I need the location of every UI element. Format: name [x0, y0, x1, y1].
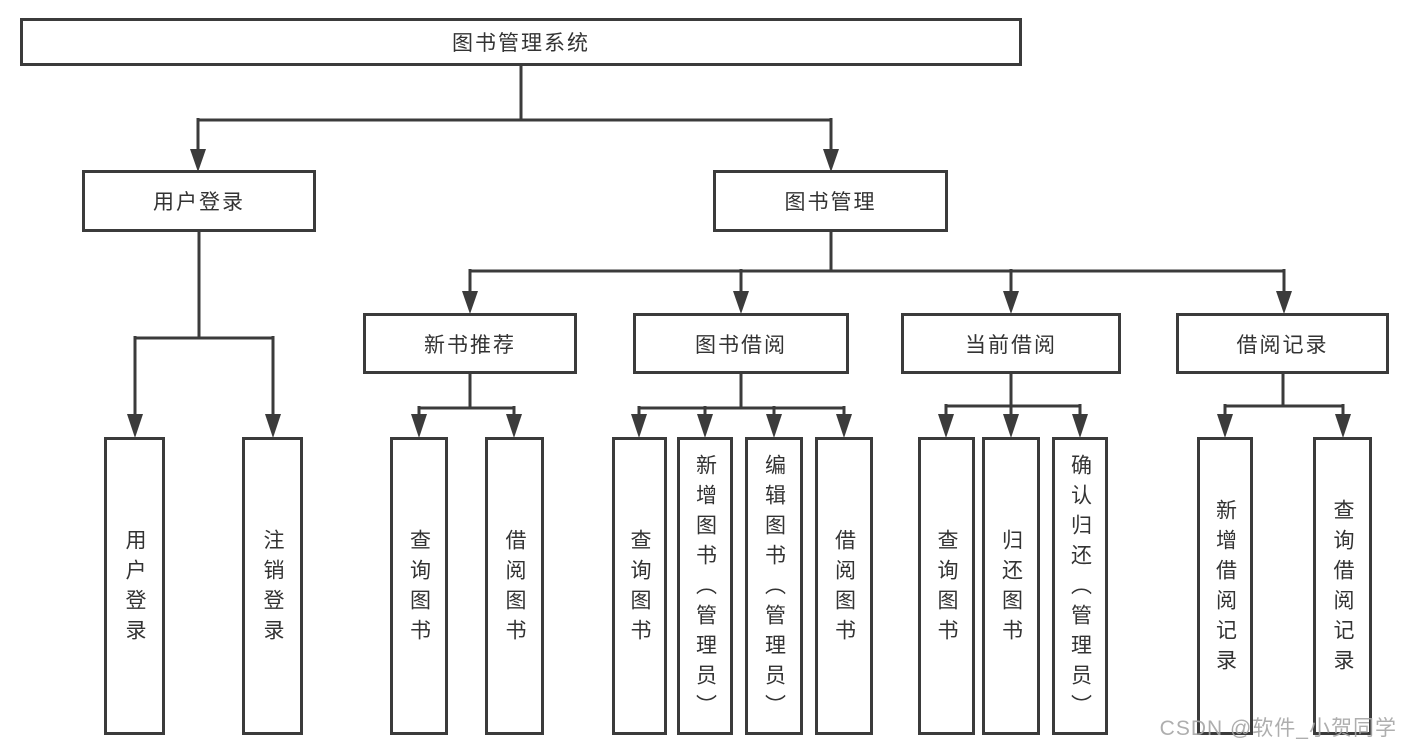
leaf-add-borrow-record: 新增借阅记录	[1197, 437, 1253, 735]
node-new-book-recommendation: 新书推荐	[363, 313, 577, 374]
leaf-add-books-admin: 新增图书（管理员）	[677, 437, 733, 735]
leaf-return-books: 归还图书	[982, 437, 1040, 735]
node-root: 图书管理系统	[20, 18, 1022, 66]
leaf-search-books-current: 查询图书	[918, 437, 975, 735]
leaf-borrow-books-recommend: 借阅图书	[485, 437, 544, 735]
leaf-search-books-recommend: 查询图书	[390, 437, 448, 735]
leaf-search-borrow-record: 查询借阅记录	[1313, 437, 1372, 735]
leaf-confirm-return-admin: 确认归还（管理员）	[1052, 437, 1108, 735]
node-current-borrowing: 当前借阅	[901, 313, 1121, 374]
leaf-search-books-borrowing: 查询图书	[612, 437, 667, 735]
leaf-borrow-books: 借阅图书	[815, 437, 873, 735]
node-borrowing-records: 借阅记录	[1176, 313, 1389, 374]
node-book-management: 图书管理	[713, 170, 948, 232]
leaf-logout: 注销登录	[242, 437, 303, 735]
leaf-user-login: 用户登录	[104, 437, 165, 735]
csdn-watermark: CSDN @软件_小贺同学	[1159, 717, 1397, 740]
node-book-borrowing: 图书借阅	[633, 313, 849, 374]
leaf-edit-books-admin: 编辑图书（管理员）	[745, 437, 803, 735]
node-user-login: 用户登录	[82, 170, 316, 232]
